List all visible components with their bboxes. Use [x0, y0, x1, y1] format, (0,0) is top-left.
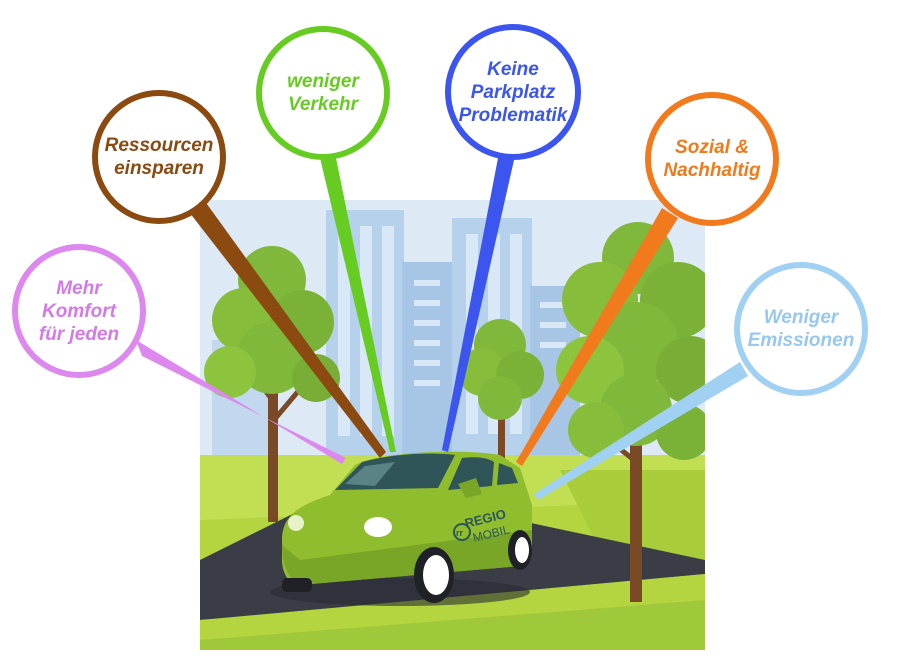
grass-front-shade: [200, 600, 705, 650]
bubble-label: Keine Parkplatz Problematik: [458, 58, 568, 126]
pointer-parkplatz: [442, 158, 514, 452]
bubble-label: Weniger Emissionen: [747, 307, 855, 351]
bubble-ressourcen-einsparen: Ressourcen einsparen: [92, 90, 226, 224]
bubble-label: Mehr Komfort für jeden: [38, 277, 120, 345]
scene-panel: rr REGIO MOBIL: [200, 200, 705, 650]
svg-text:rr: rr: [456, 528, 464, 538]
front-left-wheel: [282, 578, 312, 592]
bubble-label: weniger Verkehr: [287, 71, 359, 115]
car-shadow: [270, 578, 530, 606]
pointer-emissionen: [534, 362, 748, 500]
bubble-weniger-verkehr: weniger Verkehr: [256, 26, 390, 160]
bubble-mehr-komfort: Mehr Komfort für jeden: [12, 244, 146, 378]
rear-window: [497, 463, 518, 485]
bubble-weniger-emissionen: Weniger Emissionen: [734, 262, 868, 396]
pointer-verkehr: [320, 158, 396, 452]
side-mirror: [458, 478, 482, 498]
tree-right: [556, 222, 705, 602]
bubble-pointers: [136, 158, 748, 500]
pointer-ressourcen: [186, 200, 386, 458]
tree-left: [204, 246, 340, 522]
bubble-label: Sozial & Nachhaltig: [663, 137, 761, 181]
pointer-sozial: [516, 208, 678, 466]
headlight: [364, 517, 392, 537]
pointer-komfort: [136, 340, 346, 464]
bubble-sozial-nachhaltig: Sozial & Nachhaltig: [645, 92, 779, 226]
car: rr REGIO MOBIL: [270, 451, 532, 606]
tree-middle: [458, 319, 544, 468]
side-window: [448, 457, 494, 490]
bubble-keine-parkplatz-problematik: Keine Parkplatz Problematik: [445, 24, 581, 160]
bubble-label: Ressourcen einsparen: [104, 135, 214, 179]
headlight: [288, 515, 304, 531]
